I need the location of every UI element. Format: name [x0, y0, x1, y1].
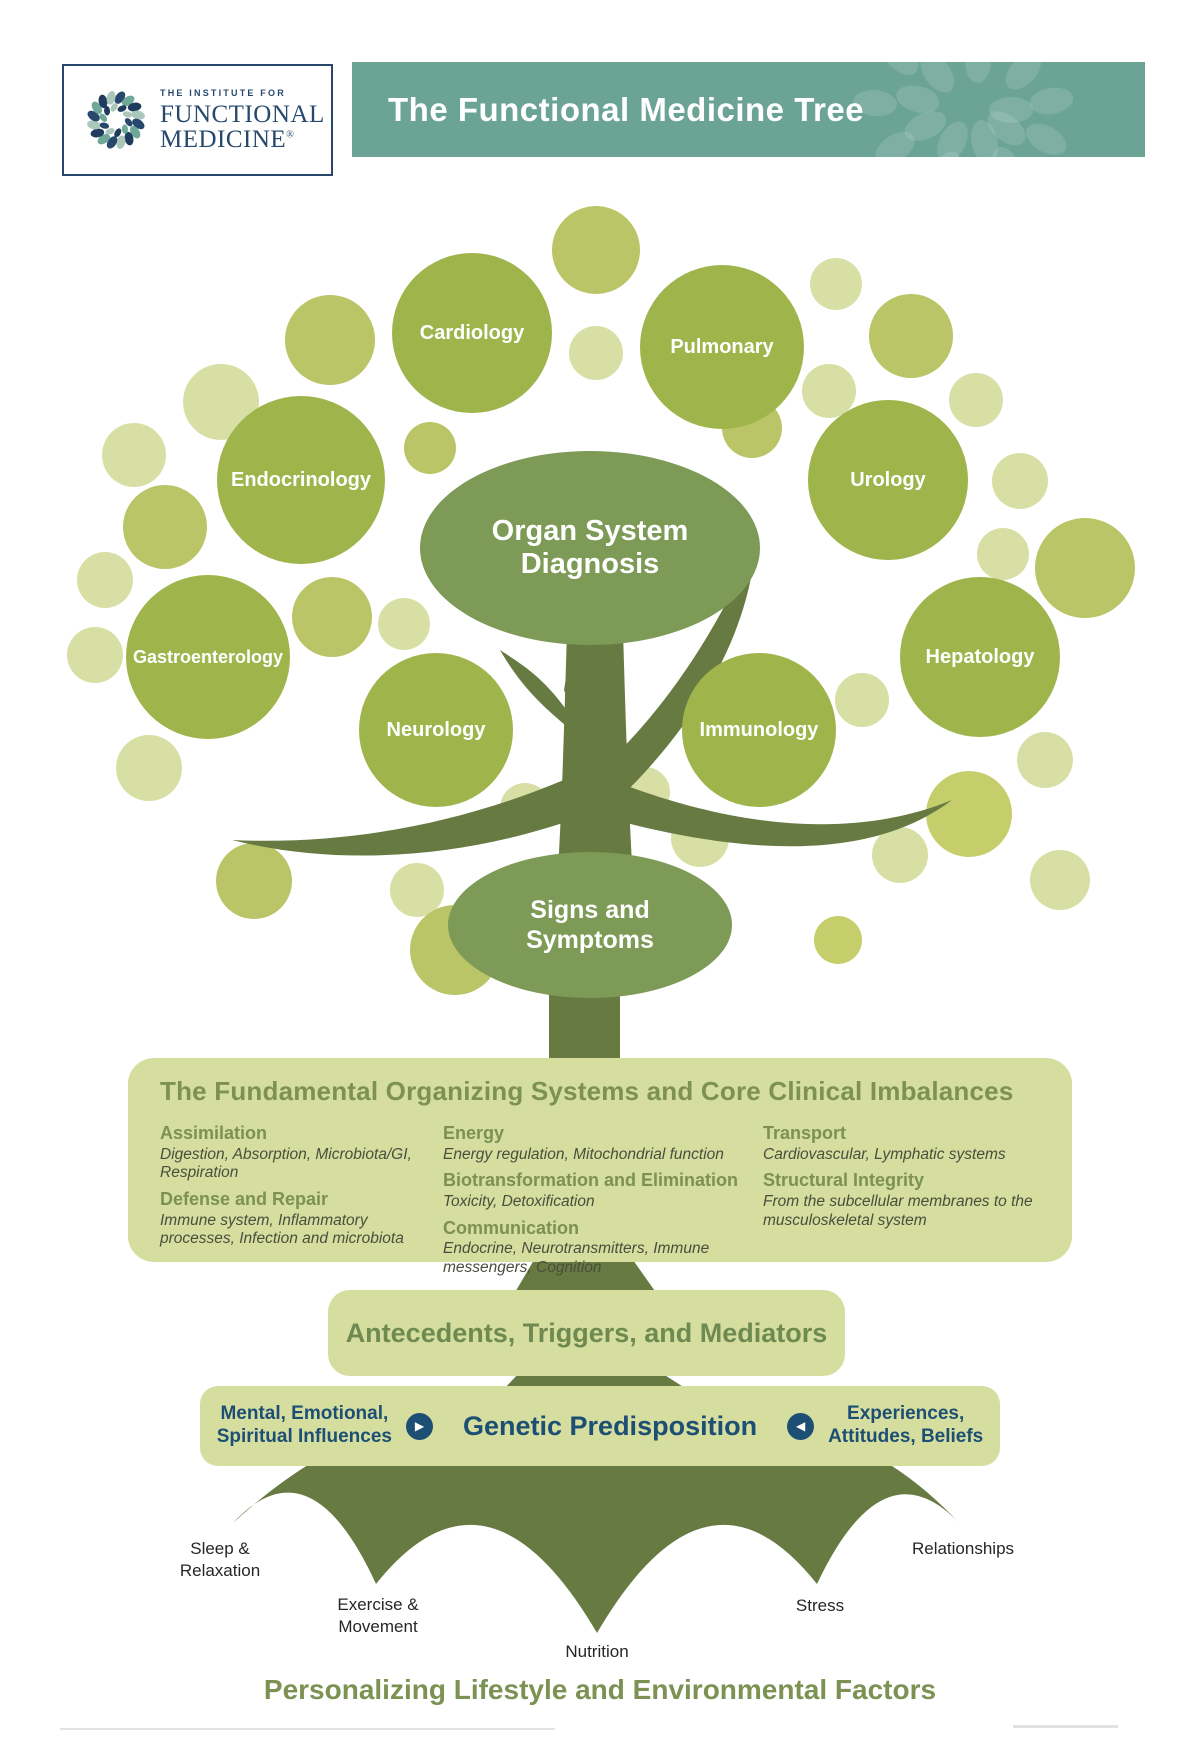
footer-title: Personalizing Lifestyle and Environmenta… [263, 1674, 937, 1705]
leaf-decor-circle [77, 552, 133, 608]
leaf-decor-circle [285, 295, 375, 385]
leaf-decor-circle [949, 373, 1003, 427]
imbalances-columns: Assimilation Digestion, Absorption, Micr… [160, 1117, 1072, 1277]
imb-desc-assimilation: Digestion, Absorption, Microbiota/GI, Re… [160, 1145, 412, 1182]
logo-line-medicine: MEDICINE® [160, 125, 295, 153]
antecedents-label: Antecedents, Triggers, and Mediators [345, 1317, 828, 1348]
root-label-relationships: Relationships [911, 1539, 1015, 1558]
genetic-predisposition-label: Genetic Predisposition [463, 1410, 758, 1441]
leaf-decor-circle [869, 294, 953, 378]
imb-head-defense-repair: Defense and Repair [160, 1188, 329, 1209]
circle-hepatology: Hepatology [900, 577, 1060, 737]
organ-system-diagnosis-ellipse: Organ System Diagnosis [420, 451, 760, 645]
leaf-decor-circle [569, 326, 623, 380]
leaf-decor-circle [390, 863, 444, 917]
imb-head-structural-integrity: Structural Integrity [763, 1170, 925, 1191]
arrow-left-icon: ◀ [787, 1412, 815, 1440]
leaf-decor-circle [977, 528, 1029, 580]
ifm-logo-text: THE INSTITUTE FOR FUNCTIONAL MEDICINE® [160, 87, 325, 153]
leaf-decor-circle [810, 258, 862, 310]
logo-line-institute: THE INSTITUTE FOR [160, 87, 286, 98]
antecedents-box: Antecedents, Triggers, and Mediators [328, 1290, 845, 1376]
circle-gastroenterology: Gastroenterology [126, 575, 290, 739]
branch-left-prong [500, 650, 568, 726]
imb-head-biotransformation: Biotransformation and Elimination [443, 1170, 739, 1191]
leaf-decor-circle [872, 827, 928, 883]
branch-left [232, 772, 588, 856]
leaf-decor-circle [552, 206, 640, 294]
signs-ellipse-line2: Symptoms [526, 926, 654, 954]
roots-crown [233, 1425, 963, 1633]
imbalances-title: The Fundamental Organizing Systems and C… [160, 1076, 1014, 1106]
leaf-decor-circle [67, 627, 123, 683]
imbalances-col2: Energy Energy regulation, Mitochondrial … [443, 1117, 763, 1277]
ifm-mosaic-icon [87, 91, 145, 149]
imb-head-communication: Communication [443, 1217, 580, 1238]
logo-line-functional: FUNCTIONAL [160, 100, 325, 128]
registered-mark: ® [286, 129, 295, 141]
imb-desc-biotransformation: Toxicity, Detoxification [443, 1192, 595, 1210]
imb-desc-transport: Cardiovascular, Lymphatic systems [763, 1145, 1006, 1163]
leaf-decor-circle [1017, 732, 1073, 788]
leaf-decor-circle [992, 453, 1048, 509]
leaf-decor-circle [814, 916, 862, 964]
root-label-nutrition: Nutrition [565, 1642, 629, 1661]
organ-ellipse-line2: Diagnosis [520, 548, 660, 580]
leaf-decor-circle [123, 485, 207, 569]
imb-desc-energy: Energy regulation, Mitochondrial functio… [443, 1145, 724, 1163]
root-label-exercise-movement: Exercise &Movement [337, 1595, 419, 1637]
root-label-stress: Stress [795, 1596, 845, 1615]
branch-right [600, 776, 952, 847]
leaf-decor-circle [1030, 850, 1090, 910]
leaf-decor-circle [116, 735, 182, 801]
leaf-decor-circle [404, 422, 456, 474]
circle-urology: Urology [808, 400, 968, 560]
leaf-decor-circle [216, 843, 292, 919]
leaf-decor-circle [102, 423, 166, 487]
banner-leaf-swirl-deco [853, 62, 1074, 157]
imbalances-col1: Assimilation Digestion, Absorption, Micr… [160, 1117, 443, 1277]
imb-desc-defense-repair: Immune system, Inflammatory processes, I… [160, 1211, 404, 1248]
leaf-decor-circle [378, 598, 430, 650]
circle-immunology: Immunology [682, 653, 836, 807]
leaf-decor-circle [802, 364, 856, 418]
genetic-predisposition-bar: Mental, Emotional, Spiritual Influences … [200, 1386, 1000, 1466]
leaf-decor-circle [926, 771, 1012, 857]
circle-pulmonary: Pulmonary [640, 265, 804, 429]
circle-neurology: Neurology [359, 653, 513, 807]
imb-desc-structural-integrity: From the subcellular membranes to the mu… [763, 1192, 1033, 1229]
footer-faint-line-left [60, 1728, 555, 1730]
organ-ellipse-line1: Organ System [491, 514, 689, 547]
imbalances-col3: Transport Cardiovascular, Lymphatic syst… [763, 1117, 1053, 1277]
leaf-decor-circle [1035, 518, 1135, 618]
title-banner: The Functional Medicine Tree [352, 62, 1145, 157]
ifm-logo: THE INSTITUTE FOR FUNCTIONAL MEDICINE® [62, 64, 333, 176]
circle-endocrinology: Endocrinology [217, 396, 385, 564]
imb-head-energy: Energy [443, 1123, 505, 1143]
trunk-seg-3 [503, 1372, 688, 1390]
mental-emotional-spiritual-label: Mental, Emotional, Spiritual Influences [216, 1403, 392, 1447]
imb-head-assimilation: Assimilation [160, 1123, 268, 1143]
arrow-right-icon: ▶ [406, 1412, 433, 1440]
fundamental-organizing-systems-box: The Fundamental Organizing Systems and C… [128, 1058, 1072, 1276]
root-label-sleep-relaxation: Sleep &Relaxation [179, 1539, 261, 1581]
circle-cardiology: Cardiology [392, 253, 552, 413]
imb-head-transport: Transport [763, 1123, 847, 1143]
signs-ellipse-line1: Signs and [530, 896, 650, 924]
signs-and-symptoms-ellipse: Signs and Symptoms [448, 852, 732, 998]
poster-title: The Functional Medicine Tree [388, 90, 865, 128]
leaf-decor-circle [292, 577, 372, 657]
footer-faint-line-right [1013, 1725, 1118, 1728]
leaf-decor-circle [835, 673, 889, 727]
trunk-below-signs [549, 988, 620, 1062]
experiences-attitudes-beliefs-label: Experiences, Attitudes, Beliefs [828, 1403, 984, 1447]
trunk-seg-2 [514, 1260, 657, 1294]
branch-up-right [572, 540, 756, 818]
imb-desc-communication: Endocrine, Neurotransmitters, Immune mes… [443, 1240, 710, 1276]
